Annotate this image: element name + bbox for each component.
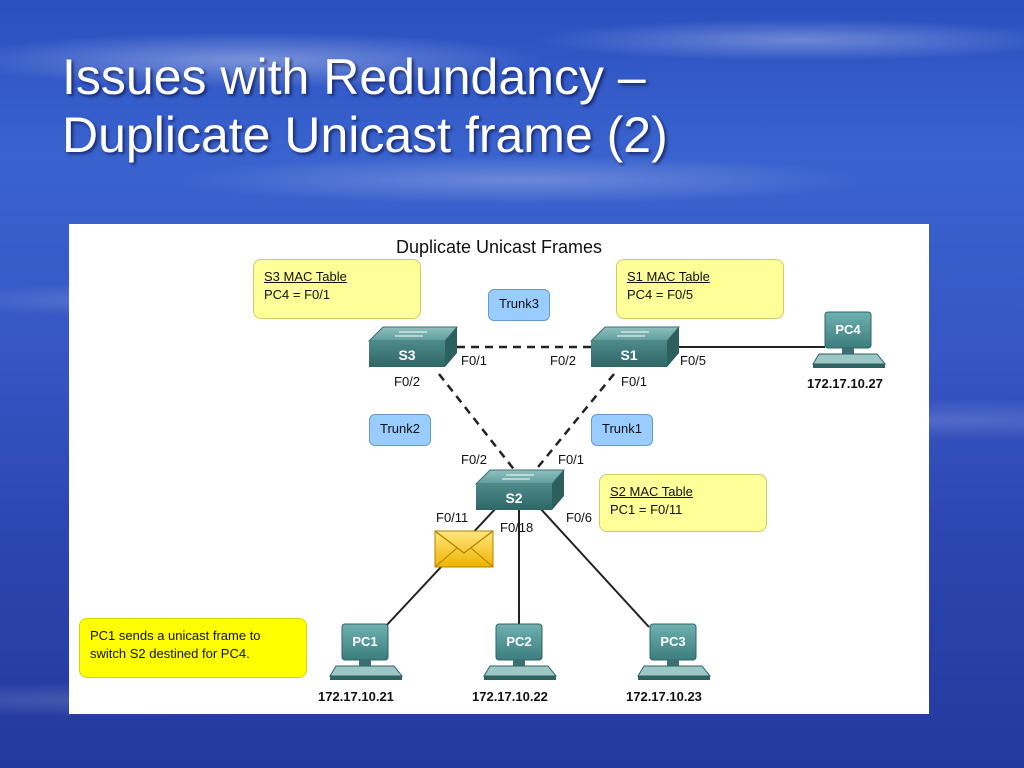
port-s2-f018: F0/18 — [500, 520, 534, 535]
switch-s3-icon: S3 — [367, 326, 459, 367]
trunk2-label: Trunk2 — [369, 414, 431, 446]
caption-line-1: PC1 sends a unicast frame to — [90, 628, 261, 643]
port-s1-f01: F0/1 — [621, 374, 648, 389]
link-trunk1 — [533, 373, 615, 473]
trunk1-label: Trunk1 — [591, 414, 653, 446]
ip-pc4: 172.17.10.27 — [807, 376, 883, 391]
switch-s1-icon: S1 — [589, 326, 681, 367]
port-s2-f01: F0/1 — [558, 452, 585, 467]
link-s2-pc3 — [538, 506, 650, 628]
ip-pc1: 172.17.10.21 — [318, 689, 394, 704]
s2-mac-table-heading: S2 MAC Table — [610, 484, 693, 499]
pc3-icon: PC3 — [637, 623, 712, 680]
s2-mac-table-entry: PC1 = F0/11 — [610, 502, 683, 517]
switch-s3-label: S3 — [398, 347, 415, 363]
switch-s2-icon: S2 — [474, 469, 566, 510]
port-s3-f01: F0/1 — [461, 353, 488, 368]
s2-mac-table-note: S2 MAC Table PC1 = F0/11 — [599, 474, 767, 532]
envelope-icon — [434, 530, 494, 568]
ip-pc3: 172.17.10.23 — [626, 689, 702, 704]
s3-mac-table-note: S3 MAC Table PC4 = F0/1 — [253, 259, 421, 319]
pc4-label: PC4 — [835, 322, 861, 337]
ip-pc2: 172.17.10.22 — [472, 689, 548, 704]
port-s3-f02: F0/2 — [394, 374, 421, 389]
port-s2-f06: F0/6 — [566, 510, 593, 525]
slide-title: Issues with Redundancy – Duplicate Unica… — [62, 48, 962, 164]
network-links: S3 S1 S2 PC4 — [329, 311, 887, 680]
slide-title-line-1: Issues with Redundancy – — [62, 49, 646, 105]
trunk3-label: Trunk3 — [488, 289, 550, 321]
port-s1-f05: F0/5 — [680, 353, 707, 368]
pc4-icon: PC4 — [812, 311, 887, 368]
pc2-icon: PC2 — [483, 623, 558, 680]
caption-line-2: switch S2 destined for PC4. — [90, 646, 250, 661]
diagram-panel: Duplicate Unicast Frames — [69, 224, 929, 714]
s1-mac-table-note: S1 MAC Table PC4 = F0/5 — [616, 259, 784, 319]
caption-note: PC1 sends a unicast frame to switch S2 d… — [79, 618, 307, 678]
diagram-title: Duplicate Unicast Frames — [395, 237, 603, 257]
switch-s2-label: S2 — [505, 490, 522, 506]
slide-title-line-2: Duplicate Unicast frame (2) — [62, 107, 668, 163]
link-trunk2 — [438, 373, 517, 473]
pc1-label: PC1 — [352, 634, 377, 649]
port-s2-f02: F0/2 — [461, 452, 488, 467]
port-s1-f02: F0/2 — [550, 353, 577, 368]
pc1-icon: PC1 — [329, 623, 404, 680]
s3-mac-table-heading: S3 MAC Table — [264, 269, 347, 284]
port-s2-f011: F0/11 — [436, 510, 469, 525]
pc3-label: PC3 — [660, 634, 685, 649]
s1-mac-table-heading: S1 MAC Table — [627, 269, 710, 284]
pc2-label: PC2 — [506, 634, 531, 649]
switch-s1-label: S1 — [620, 347, 637, 363]
s1-mac-table-entry: PC4 = F0/5 — [627, 287, 694, 302]
s3-mac-table-entry: PC4 = F0/1 — [264, 287, 331, 302]
